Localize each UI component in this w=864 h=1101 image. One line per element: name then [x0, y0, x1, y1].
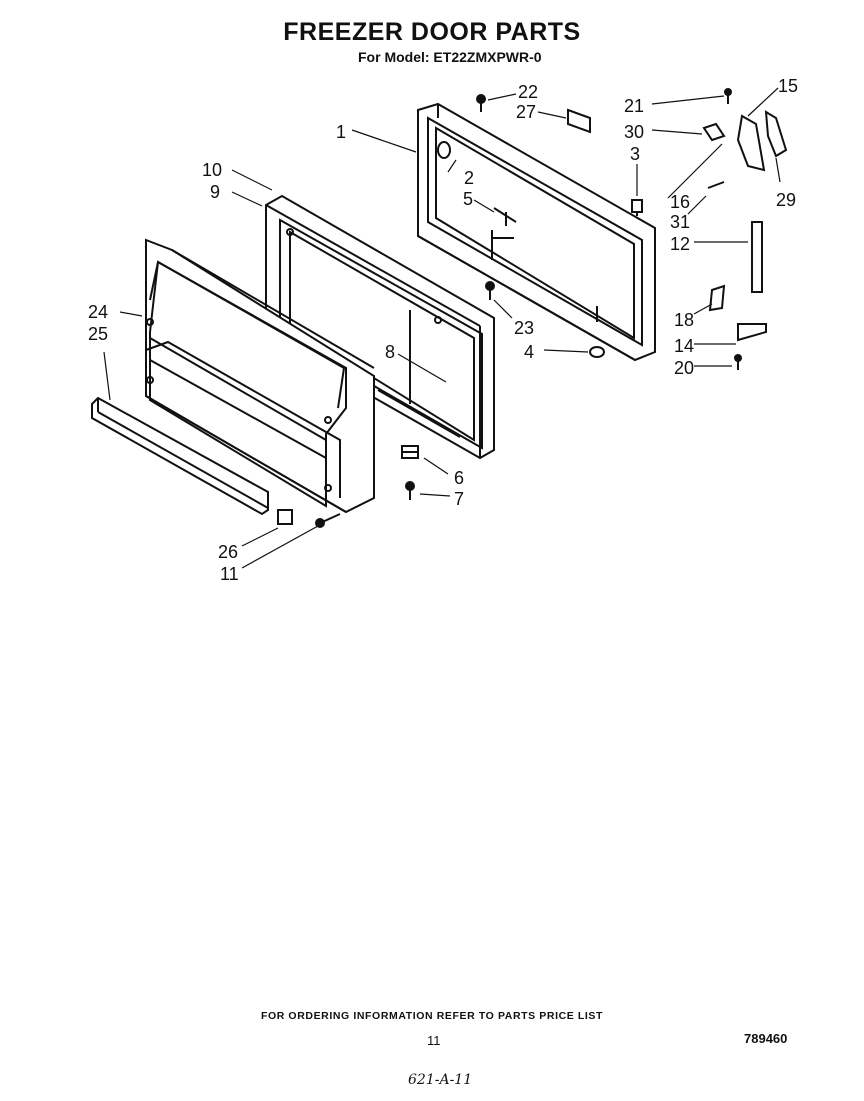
- callout-25: 25: [88, 324, 108, 344]
- callout-26: 26: [218, 542, 238, 562]
- callout-2: 2: [464, 168, 474, 188]
- handle-assembly: [702, 88, 788, 370]
- nameplate: [567, 108, 591, 134]
- callout-24: 24: [88, 302, 108, 322]
- callout-18: 18: [674, 310, 694, 330]
- handwritten-code: 621-A-11: [408, 1072, 473, 1088]
- rail-end-cap: [277, 509, 293, 525]
- callout-20: 20: [674, 358, 694, 378]
- document-number: 789460: [744, 1031, 788, 1046]
- door-stop: [493, 207, 517, 226]
- callout-16: 16: [670, 192, 690, 212]
- callout-1: 1: [336, 122, 346, 142]
- callout-21: 21: [624, 96, 644, 116]
- callout-15: 15: [778, 76, 798, 96]
- rail-screw: [315, 513, 341, 528]
- page-number: 11: [427, 1033, 441, 1048]
- callout-31: 31: [670, 212, 690, 232]
- callout-9: 9: [210, 182, 220, 202]
- callout-30: 30: [624, 122, 644, 142]
- model-subtitle: For Model: ET22ZMXPWR-0: [358, 49, 542, 65]
- callout-7: 7: [454, 489, 464, 509]
- ordering-note: FOR ORDERING INFORMATION REFER TO PARTS …: [260, 1010, 604, 1022]
- callout-8: 8: [385, 342, 395, 362]
- top-bushing: [631, 199, 643, 216]
- door-cap-screw: [485, 281, 495, 300]
- leader-lines: [103, 87, 781, 569]
- callout-14: 14: [674, 336, 694, 356]
- inner-door-liner: [145, 238, 375, 514]
- door-rail: [91, 396, 269, 516]
- hinge-screw: [405, 481, 415, 500]
- bottom-bushing: [589, 346, 605, 358]
- callout-5: 5: [463, 189, 473, 209]
- outer-door-panel: [417, 102, 656, 362]
- callout-labels: 1 2 3 4 5 6 7 8 9 10 11 12 14 15 16 18 2…: [88, 76, 798, 584]
- callout-29: 29: [776, 190, 796, 210]
- top-plug: [476, 94, 486, 112]
- callout-12: 12: [670, 234, 690, 254]
- callout-22: 22: [518, 82, 538, 102]
- callout-6: 6: [454, 468, 464, 488]
- hinge-pin: [401, 445, 419, 459]
- callout-23: 23: [514, 318, 534, 338]
- page-title: FREEZER DOOR PARTS: [283, 18, 581, 46]
- callout-11: 11: [220, 564, 239, 584]
- door-gasket: [265, 194, 495, 460]
- callout-3: 3: [630, 144, 640, 164]
- callout-4: 4: [524, 342, 534, 362]
- callout-27: 27: [516, 102, 536, 122]
- callout-10: 10: [202, 160, 222, 180]
